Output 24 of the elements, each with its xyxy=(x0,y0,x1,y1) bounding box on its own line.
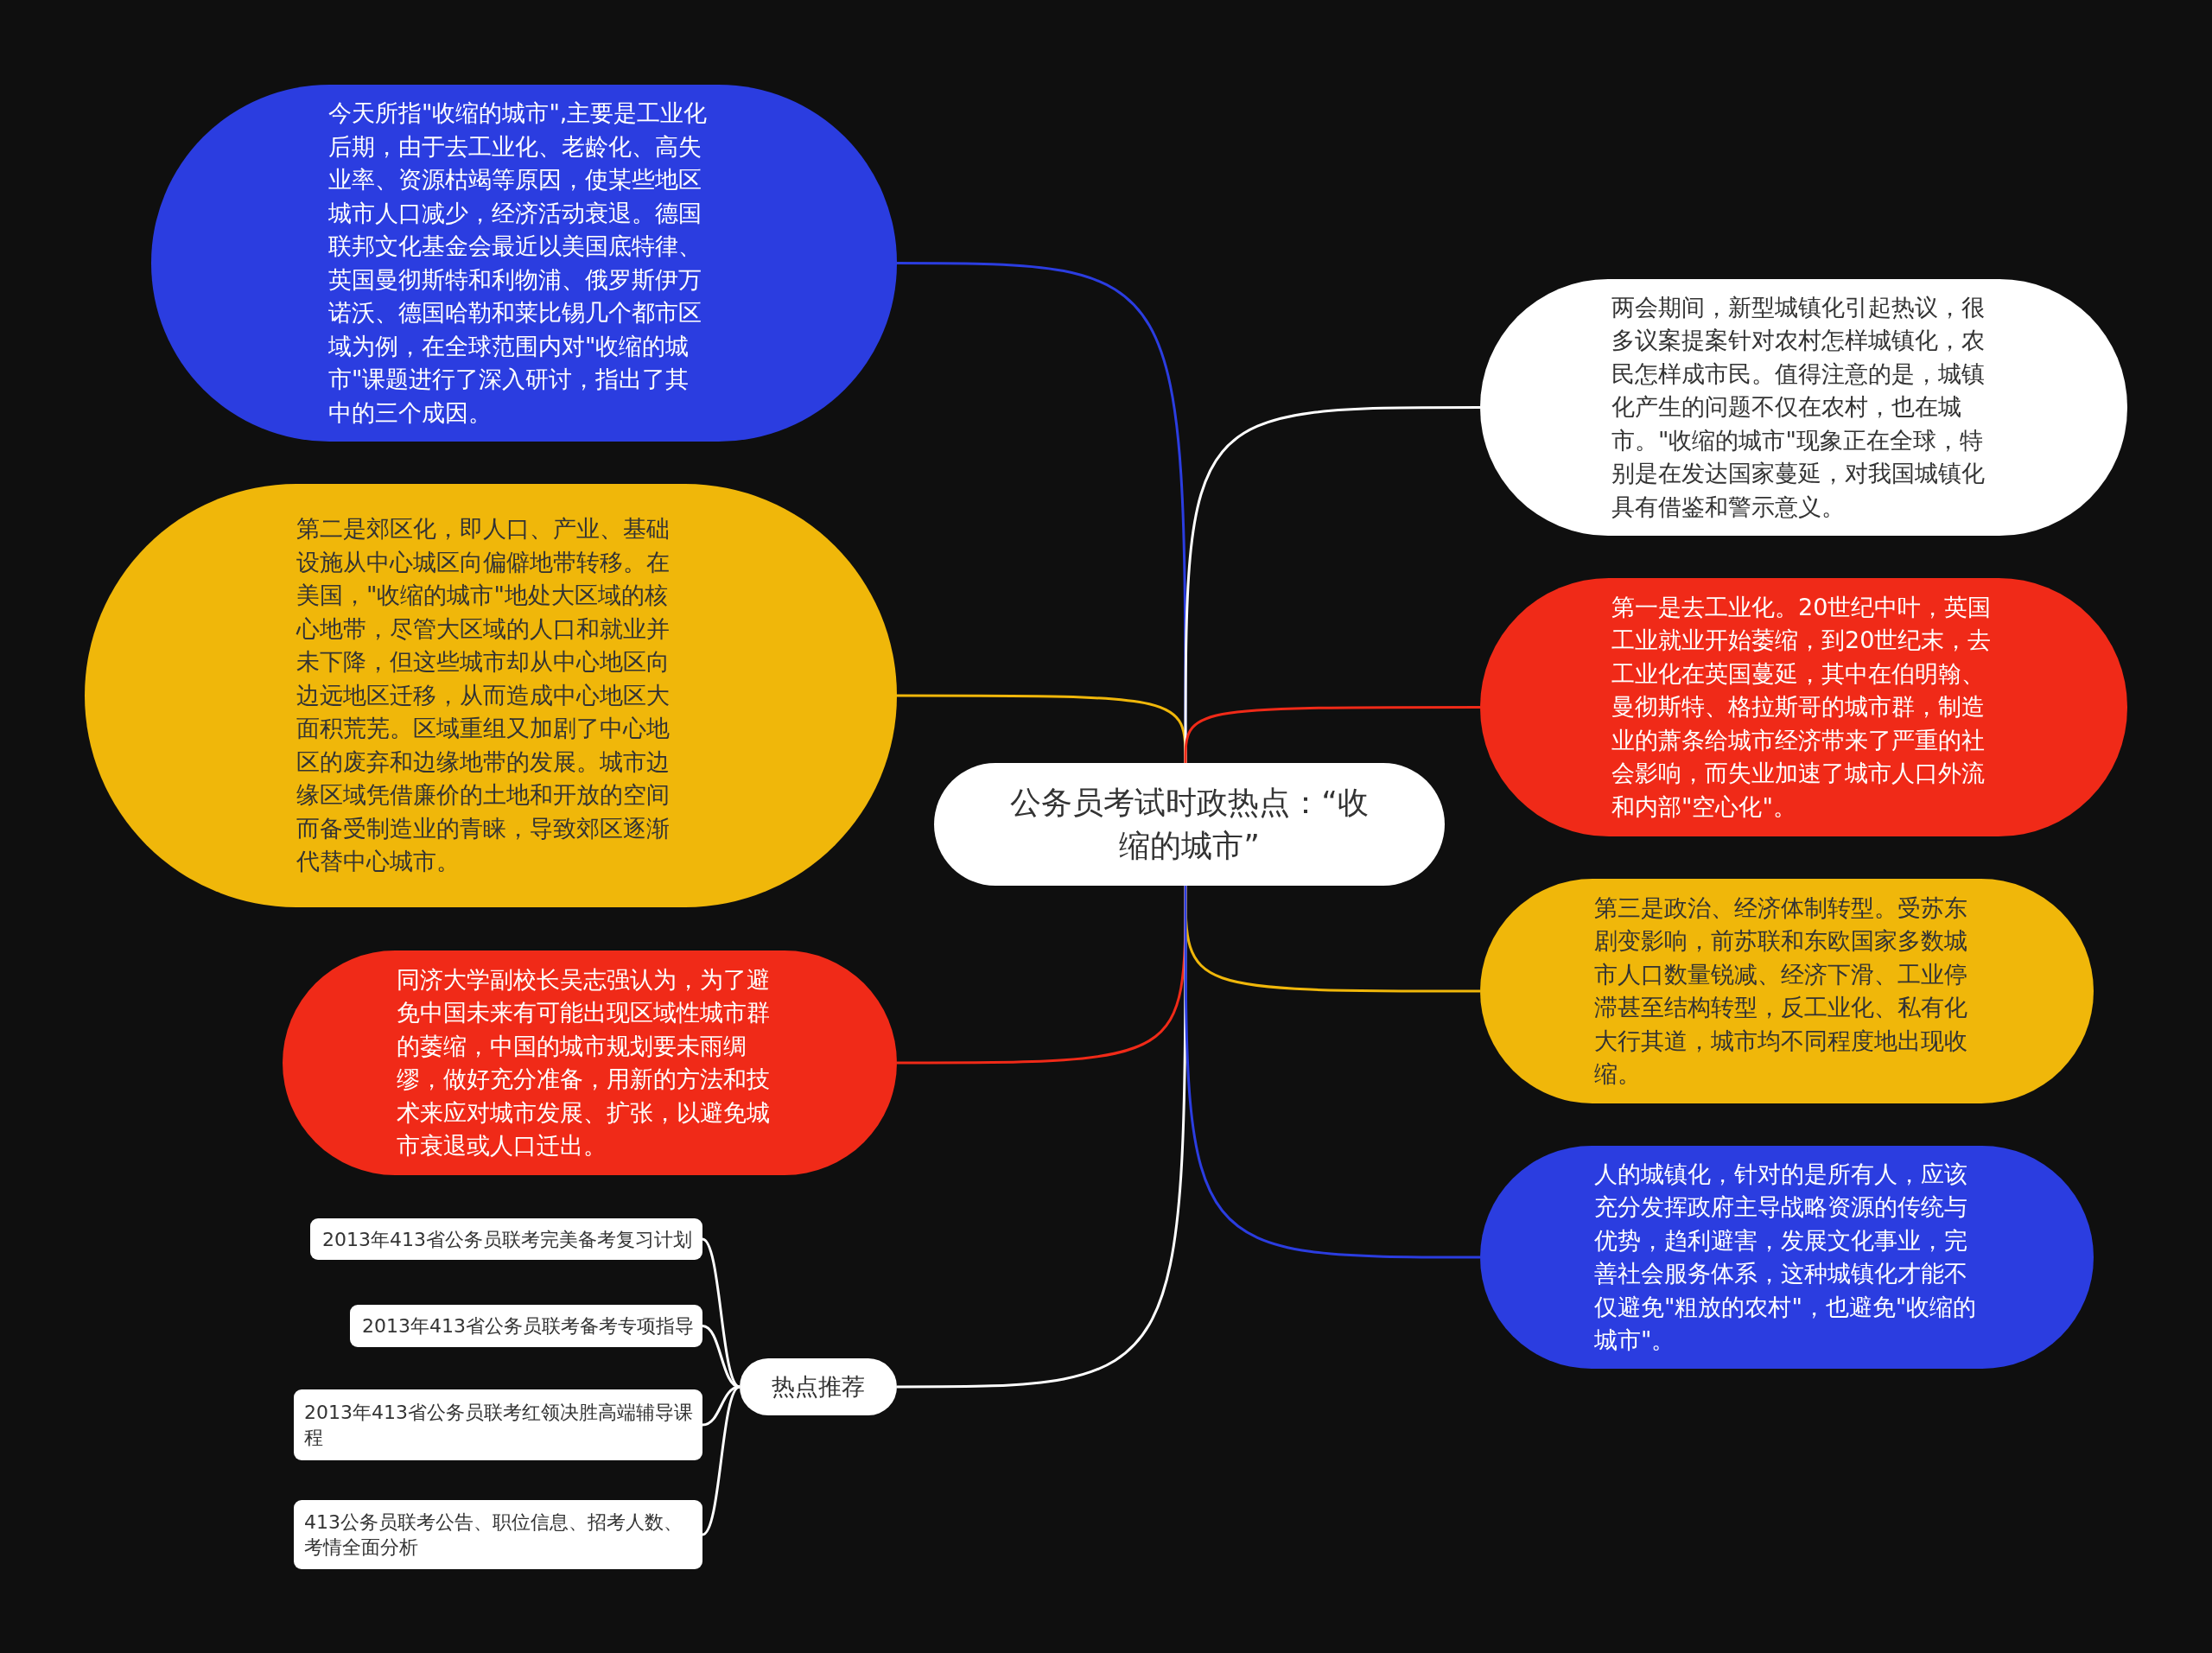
link-card xyxy=(294,1389,702,1460)
link-text: 2013年413省公务员联考完美备考复习计划 xyxy=(322,1227,693,1252)
link-text: 2013年413省公务员联考备考专项指导 xyxy=(362,1314,694,1338)
connector-line xyxy=(1184,886,1480,1259)
bubble-text: 第三是政治、经济体制转型。受苏东剧变影响，前苏联和东欧国家多数城市人口数量锐减、经济下滑、工业停滞甚至结构转型，反工业化、私有化大行其道，城市均不同程度地出现收缩。 xyxy=(1594,893,1968,1089)
link-card xyxy=(294,1500,702,1569)
connector-line xyxy=(702,1385,741,1536)
bubble-text: 同济大学副校长吴志强认为，为了避免中国未来有可能出现区域性城市群的萎缩，中国的城市规划要未雨绸缪，做好充分准备，用新的方法和技术来应对城市发展、扩张，以避免城市衰退或人口迁出。 xyxy=(397,964,771,1160)
connector-line xyxy=(702,1325,741,1389)
link-text: 413公务员联考公告、职位信息、招考人数、考情全面分析 xyxy=(304,1510,683,1560)
bubble-text: 今天所指"收缩的城市",主要是工业化后期，由于去工业化、老龄化、高失业率、资源枯竭等原因，使某些地区城市人口减少，经济活动衰退。德国联邦文化基金会最近以美国底特律、英国曼彻斯特和利物浦、俄罗斯伊万诺沃、德国哈勒和莱比锡几个都市区域为例，在全球范围内对"收缩的城市"课题进行了深入研讨，指出了其中的三个成因。 xyxy=(328,99,709,428)
bubble-text: 人的城镇化，针对的是所有人，应该充分发挥政府主导战略资源的传统与优势，趋利避害，发展文化事业，完善社会服务体系，这种城镇化才能不仅避免"粗放的农村"，也避免"收缩的城市"。 xyxy=(1594,1159,1978,1355)
connector-line xyxy=(1184,406,1480,763)
branch-text: 热点推荐 xyxy=(771,1372,866,1402)
bubble-text: 两会期间，新型城镇化引起热议，很多议案提案针对农村怎样城镇化，农民怎样成市民。值得注意的是，城镇化产生的问题不仅在农村，也在城市。"收缩的城市"现象正在全球，特别是在发达国家蔓延，对我国城镇化具有借鉴和警示意义。 xyxy=(1611,292,1986,522)
bubble-text: 第二是郊区化，即人口、产业、基础设施从中心城区向偏僻地带转移。在美国，"收缩的城市"地处大区域的核心地带，尽管大区域的人口和就业并未下降，但这些城市却从中心地区向边远地区迁移，从而造成中心地区大面积荒芜。区域重组又加剧了中心地区的废弃和边缘地带的发展。城市边缘区域凭借廉价的土地和开放的空间而备受制造业的青睐，导致郊区逐渐代替中心城市。 xyxy=(296,514,671,877)
connector-line xyxy=(1184,706,1480,763)
link-text: 2013年413省公务员联考红领决胜高端辅导课程 xyxy=(304,1401,693,1450)
link-card xyxy=(310,1218,702,1260)
connector-line xyxy=(897,886,1187,1389)
link-card xyxy=(350,1305,702,1347)
topic-text: 公务员考试时政热点：“收缩的城市” xyxy=(1009,784,1370,865)
bubble-text: 第一是去工业化。20世纪中叶，英国工业就业开始萎缩，到20世纪末，去工业化在英国蔓延，其中在伯明翰、曼彻斯特、格拉斯哥的城市群，制造业的萧条给城市经济带来了严重的社会影响，而失业加速了城市人口外流和内部"空心化"。 xyxy=(1611,592,1993,822)
connector-line xyxy=(897,694,1187,763)
